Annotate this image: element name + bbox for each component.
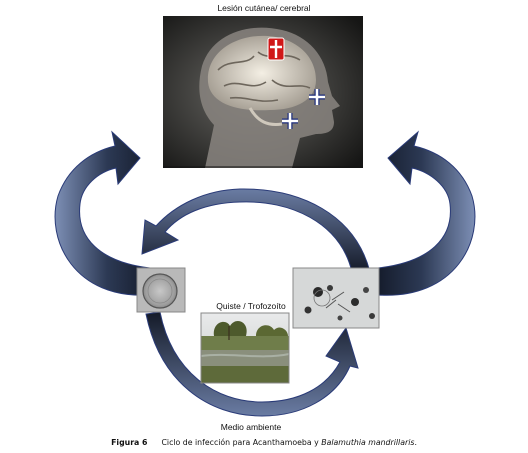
arrow-top-inner [141, 188, 371, 273]
environment-label: Medio ambiente [220, 422, 282, 432]
figure-caption: Figura 6 Ciclo de infección para Acantham… [0, 438, 528, 447]
arrow-left-up [54, 130, 151, 296]
trophozoite-image [292, 267, 380, 329]
cross-icon [267, 37, 285, 61]
arrow-right-up [377, 130, 476, 296]
cyst-trophozoite-label: Quiste / Trofozoíto [216, 301, 286, 311]
lesion-label: Lesión cutánea/ cerebral [217, 3, 311, 13]
arrow-bottom-inner [145, 311, 359, 417]
caption-text: Ciclo de infección para Acanthamoeba y [161, 438, 322, 447]
cyst-image [136, 267, 186, 313]
cross-icon [282, 113, 298, 129]
caption-end: . [414, 438, 417, 447]
caption-species: Balamuthia mandrillaris [321, 438, 415, 447]
head-lesion-image [163, 16, 363, 168]
figure-number: Figura 6 [111, 438, 148, 447]
environment-image [200, 312, 290, 384]
cross-icon [309, 89, 325, 105]
